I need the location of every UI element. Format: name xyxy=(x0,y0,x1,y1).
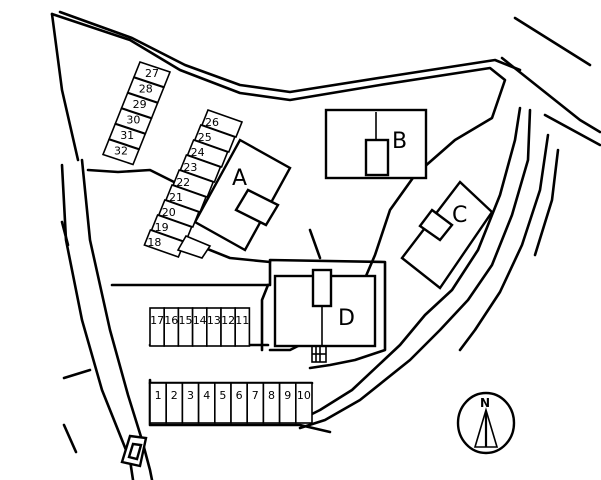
parking-slot xyxy=(143,228,186,259)
east-road-edge-4 xyxy=(533,148,560,257)
gate-structure xyxy=(120,434,148,468)
southwest-stub-2 xyxy=(62,423,78,454)
northeast-road-edge-1 xyxy=(500,56,601,134)
parking-slot-label: 15 xyxy=(179,314,193,327)
parking-slot xyxy=(193,123,236,154)
parking-slot-label: 6 xyxy=(236,389,243,402)
parking-slot-label: 14 xyxy=(193,314,207,327)
parking-slot-label: 9 xyxy=(284,389,291,402)
parking-slot xyxy=(176,234,212,259)
parking-slot-label: 19 xyxy=(155,221,169,234)
southwest-stub-1 xyxy=(62,368,92,380)
building-d: D xyxy=(273,268,377,363)
building-d-label: D xyxy=(338,306,355,331)
parking-slot-label: 26 xyxy=(205,116,219,129)
parking-slot-label: 24 xyxy=(191,146,205,159)
parking-slot xyxy=(101,138,141,166)
west-stub xyxy=(60,220,70,247)
parking-slot-label: 7 xyxy=(252,389,259,402)
parking-slot-label: 8 xyxy=(268,389,275,402)
parking-slot xyxy=(164,183,208,214)
parking-row-diagonal: 26 25 24 23 22 21 20 19 18 xyxy=(143,108,244,259)
gate-structure-inner xyxy=(127,442,143,461)
parking-slot-label: 10 xyxy=(297,389,311,402)
building-c-body xyxy=(400,180,494,290)
building-b-label: B xyxy=(392,129,407,154)
building-a-annex xyxy=(234,188,280,227)
east-road-edge-2 xyxy=(298,108,532,430)
parking-slot-label: 22 xyxy=(176,176,190,189)
building-a: A xyxy=(193,138,292,252)
parking-slot-label: 21 xyxy=(169,191,183,204)
building-b-annex xyxy=(364,138,390,177)
building-d-annex xyxy=(311,268,333,308)
parking-slot-label: 30 xyxy=(126,114,140,127)
parking-slot-label: 32 xyxy=(114,145,128,158)
parking-slot-label: 25 xyxy=(198,131,212,144)
parking-slot-label: 20 xyxy=(162,206,176,219)
parking-slot xyxy=(157,198,200,229)
parking-slot xyxy=(234,307,251,347)
parking-slot-label: 13 xyxy=(207,314,221,327)
northeast-road-edge-3 xyxy=(543,113,601,147)
parking-slot xyxy=(294,382,313,424)
parking-slot xyxy=(179,153,222,184)
compass-north-label: N xyxy=(480,396,490,410)
west-road-edge-3 xyxy=(50,12,80,162)
north-compass: N xyxy=(456,391,516,455)
lot-divider xyxy=(308,228,322,260)
parking-slot-label: 27 xyxy=(145,67,159,80)
parking-slot-label: 16 xyxy=(164,314,178,327)
parking-slot-label: 11 xyxy=(235,314,249,327)
parking-slot xyxy=(186,138,229,169)
parking-slot-label: 28 xyxy=(139,83,153,96)
parking-slot-label: 12 xyxy=(221,314,235,327)
building-a-label: A xyxy=(232,166,247,191)
east-road-edge-3 xyxy=(458,133,550,352)
parking-slot-label: 4 xyxy=(203,389,210,402)
east-road-edge-1 xyxy=(298,106,522,422)
parking-slot-label: 1 xyxy=(155,389,162,402)
building-c: C xyxy=(400,180,494,290)
west-road-edge-2 xyxy=(80,158,154,480)
parking-slot-label: 17 xyxy=(150,314,164,327)
building-c-label: C xyxy=(452,203,467,228)
parking-slot-label: 2 xyxy=(171,389,178,402)
northeast-road-edge-2 xyxy=(513,16,592,67)
parking-slot-label: 5 xyxy=(219,389,226,402)
parking-slot-label: 3 xyxy=(187,389,194,402)
d-access-edge xyxy=(260,283,270,352)
parking-row-northwest: 27 28 29 30 31 32 xyxy=(101,61,172,166)
parking-slot-label: 23 xyxy=(183,161,197,174)
parking-slot-label: 29 xyxy=(133,98,147,111)
parking-slot xyxy=(200,108,244,139)
compass-ring xyxy=(456,391,516,455)
parking-slot xyxy=(172,168,215,199)
parking-slot-label: 18 xyxy=(147,236,161,249)
middle-lot-boundary xyxy=(110,258,387,370)
west-road-edge-1 xyxy=(60,163,135,480)
building-b: B xyxy=(324,108,428,180)
parking-slot-label: 31 xyxy=(120,129,134,142)
building-c-annex xyxy=(418,208,454,242)
north-road-edge xyxy=(58,10,522,94)
building-a-body xyxy=(193,138,292,252)
